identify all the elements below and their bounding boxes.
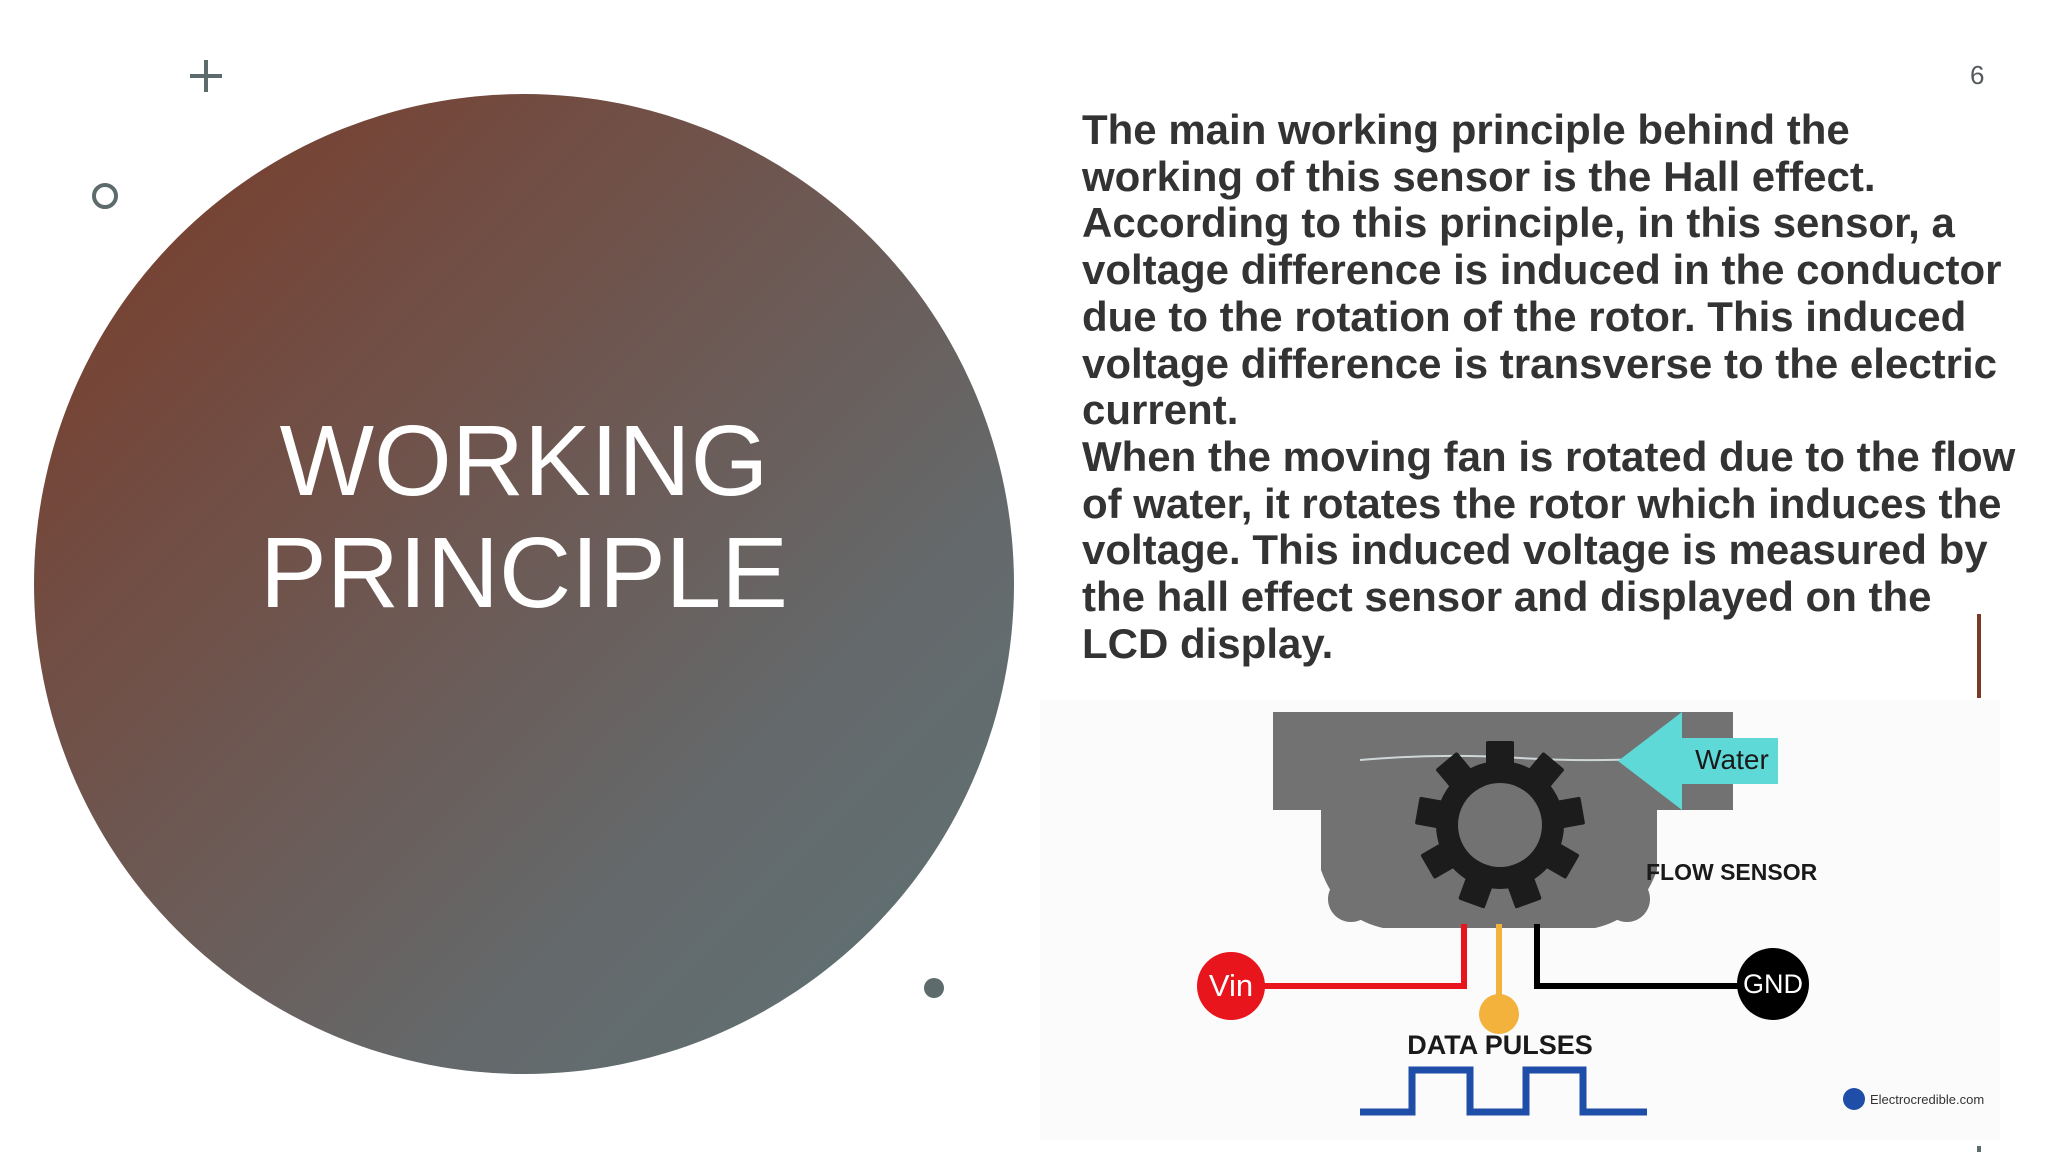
slide-title: WORKING PRINCIPLE [34,405,1014,629]
gnd-wire [1534,924,1752,989]
hero-circle [34,94,1014,1074]
watermark-text: Electrocredible.com [1870,1092,1984,1107]
accent-bar-bottom [1977,1146,1981,1152]
vin-wire [1232,924,1467,989]
vin-terminal [1197,952,1265,1020]
flow-sensor-svg: Water FLOW SENSOR Vin GND DATA PULSES El… [1197,712,1984,1116]
accent-bar [1977,614,1981,698]
watermark-logo-icon [1843,1088,1865,1110]
gnd-label: GND [1743,969,1803,999]
gnd-terminal [1737,948,1809,1020]
housing-lobe-right [1604,876,1650,922]
paragraph-fan-rotation: When the moving fan is rotated due to th… [1082,432,2016,667]
ring-icon [92,183,118,209]
page-number: 6 [1970,60,1985,90]
dot-icon [924,978,944,998]
title-line-2: PRINCIPLE [260,517,788,629]
pulse-waveform [1360,1066,1647,1116]
housing-lobe-left [1328,876,1374,922]
data-wire-end [1479,994,1519,1034]
body-text: The main working principle behind the wo… [1082,106,2022,667]
flow-sensor-diagram: Water FLOW SENSOR Vin GND DATA PULSES El… [1040,700,2000,1140]
paragraph-hall-effect: The main working principle behind the wo… [1082,106,2002,434]
flow-sensor-label: FLOW SENSOR [1646,859,1818,885]
title-line-1: WORKING [279,405,769,517]
rotor-gear-icon [1415,741,1585,909]
vin-label: Vin [1209,968,1253,1003]
plus-icon [190,60,222,92]
data-pulses-label: DATA PULSES [1407,1030,1593,1060]
water-label: Water [1695,744,1769,775]
water-arrow-icon [1618,712,1778,810]
